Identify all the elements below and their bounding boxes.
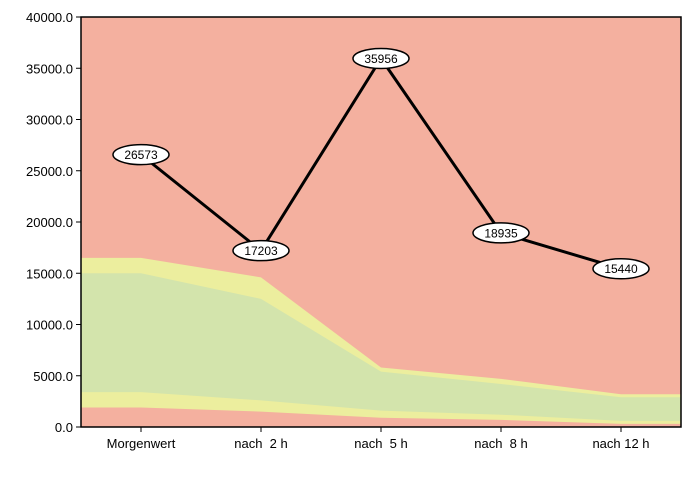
- y-tick-label: 35000.0: [26, 61, 73, 76]
- data-point: 17203: [232, 239, 290, 262]
- data-point: 15440: [592, 257, 650, 280]
- y-tick-label: 40000.0: [26, 10, 73, 25]
- x-tick-label: nach 5 h: [354, 436, 408, 451]
- data-point: 26573: [112, 143, 170, 166]
- x-tick-label: nach 12 h: [592, 436, 649, 451]
- data-point-marker: [112, 143, 170, 166]
- y-tick-label: 25000.0: [26, 164, 73, 179]
- x-tick-label: nach 2 h: [234, 436, 288, 451]
- data-point-marker: [232, 239, 290, 262]
- data-label: 17203: [244, 244, 278, 258]
- y-tick-label: 30000.0: [26, 113, 73, 128]
- data-point: 18935: [472, 222, 530, 244]
- band-low-red: [81, 407, 681, 427]
- y-tick-label: 15000.0: [26, 266, 73, 281]
- data-point-marker: [352, 47, 410, 70]
- axes: 0.0 5000.0 10000.0 15000.0 20000.0 25000.0 300…: [26, 10, 682, 451]
- band-green: [81, 273, 681, 427]
- data-point-marker: [472, 222, 530, 244]
- data-label: 26573: [124, 148, 158, 162]
- data-labels: 26573 17203 35956 18935 15440: [112, 47, 650, 280]
- data-label: 35956: [364, 52, 398, 66]
- y-tick-label: 10000.0: [26, 318, 73, 333]
- y-tick-label: 20000.0: [26, 215, 73, 230]
- x-tick-label: nach 8 h: [474, 436, 528, 451]
- background-bands: [81, 17, 681, 427]
- data-label: 15440: [604, 262, 638, 276]
- data-point-marker: [592, 257, 650, 280]
- y-tick-label: 0.0: [55, 420, 73, 435]
- y-tick-label: 5000.0: [33, 369, 73, 384]
- data-point: 35956: [352, 47, 410, 70]
- data-label: 18935: [484, 226, 518, 240]
- x-tick-label: Morgenwert: [107, 436, 176, 451]
